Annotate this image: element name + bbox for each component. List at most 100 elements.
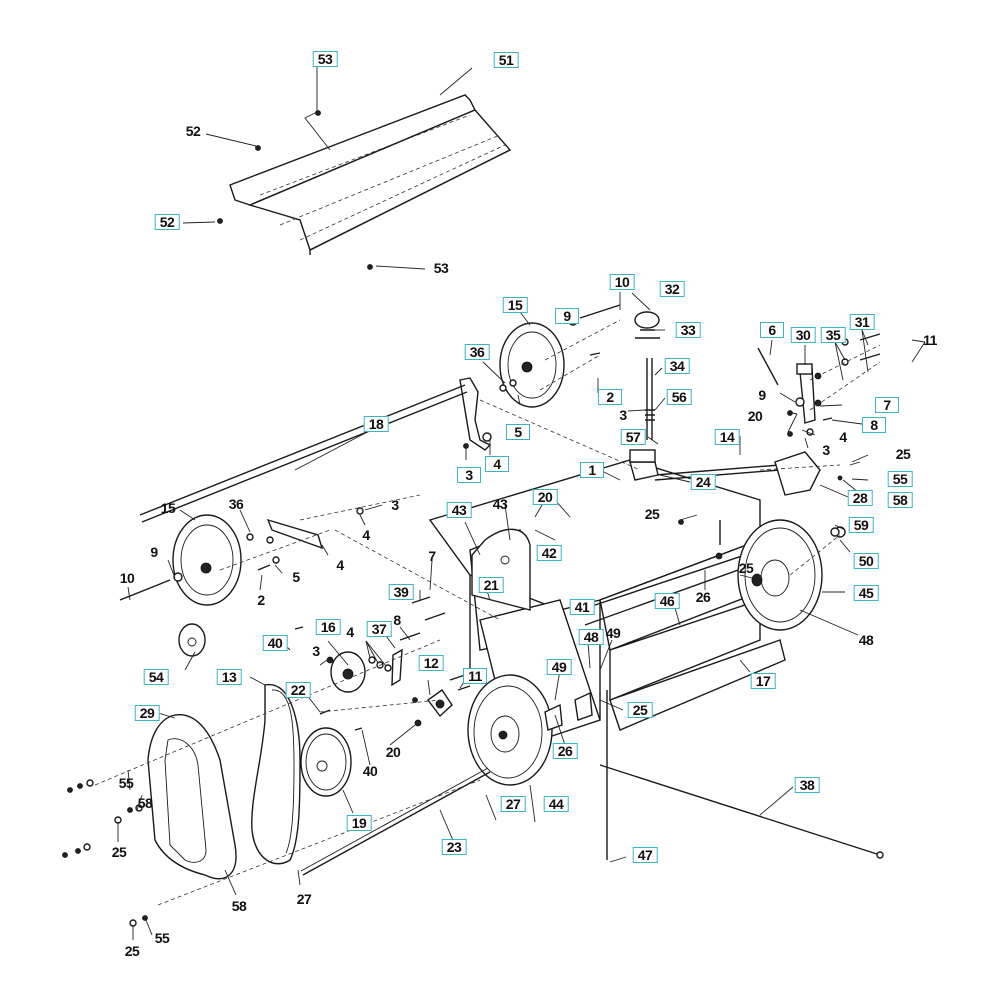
part-callout-20[interactable]: 20 bbox=[532, 489, 558, 505]
part-callout-43[interactable]: 43 bbox=[446, 502, 472, 518]
part-callout-20[interactable]: 20 bbox=[385, 744, 401, 760]
part-callout-35[interactable]: 35 bbox=[820, 327, 846, 343]
part-callout-24[interactable]: 24 bbox=[690, 474, 716, 490]
part-callout-18[interactable]: 18 bbox=[363, 416, 389, 432]
part-callout-16[interactable]: 16 bbox=[315, 619, 341, 635]
part-callout-53[interactable]: 53 bbox=[433, 260, 449, 276]
part-callout-10[interactable]: 10 bbox=[119, 570, 135, 586]
part-callout-9[interactable]: 9 bbox=[555, 308, 579, 324]
part-callout-58[interactable]: 58 bbox=[887, 492, 913, 508]
part-callout-17[interactable]: 17 bbox=[750, 673, 776, 689]
part-callout-3[interactable]: 3 bbox=[822, 442, 830, 458]
part-callout-2[interactable]: 2 bbox=[598, 389, 622, 405]
part-callout-4[interactable]: 4 bbox=[336, 557, 344, 573]
part-callout-1[interactable]: 1 bbox=[580, 462, 604, 478]
part-callout-25[interactable]: 25 bbox=[738, 560, 754, 576]
part-callout-7[interactable]: 7 bbox=[875, 397, 899, 413]
part-callout-21[interactable]: 21 bbox=[478, 577, 504, 593]
part-callout-50[interactable]: 50 bbox=[853, 553, 879, 569]
part-callout-26[interactable]: 26 bbox=[695, 589, 711, 605]
part-callout-58[interactable]: 58 bbox=[137, 795, 153, 811]
part-callout-26[interactable]: 26 bbox=[552, 743, 578, 759]
part-callout-8[interactable]: 8 bbox=[393, 612, 401, 628]
part-callout-40[interactable]: 40 bbox=[362, 763, 378, 779]
part-callout-30[interactable]: 30 bbox=[790, 327, 816, 343]
part-callout-11[interactable]: 11 bbox=[463, 668, 487, 684]
part-callout-45[interactable]: 45 bbox=[853, 585, 879, 601]
part-callout-59[interactable]: 59 bbox=[848, 517, 874, 533]
part-callout-44[interactable]: 44 bbox=[543, 796, 569, 812]
part-callout-8[interactable]: 8 bbox=[862, 417, 886, 433]
part-callout-7[interactable]: 7 bbox=[428, 548, 436, 564]
part-callout-28[interactable]: 28 bbox=[847, 490, 873, 506]
part-callout-3[interactable]: 3 bbox=[391, 497, 399, 513]
part-callout-38[interactable]: 38 bbox=[794, 777, 820, 793]
part-callout-43[interactable]: 43 bbox=[492, 496, 508, 512]
part-callout-5[interactable]: 5 bbox=[292, 569, 300, 585]
part-callout-52[interactable]: 52 bbox=[154, 214, 180, 230]
part-callout-13[interactable]: 13 bbox=[216, 669, 242, 685]
part-callout-4[interactable]: 4 bbox=[485, 456, 509, 472]
part-callout-56[interactable]: 56 bbox=[666, 389, 692, 405]
part-callout-25[interactable]: 25 bbox=[895, 446, 911, 462]
part-callout-55[interactable]: 55 bbox=[118, 775, 134, 791]
part-callout-5[interactable]: 5 bbox=[506, 424, 530, 440]
part-callout-3[interactable]: 3 bbox=[312, 643, 320, 659]
part-callout-3[interactable]: 3 bbox=[457, 467, 481, 483]
part-callout-4[interactable]: 4 bbox=[839, 429, 847, 445]
part-callout-52[interactable]: 52 bbox=[185, 123, 201, 139]
part-callout-25[interactable]: 25 bbox=[111, 844, 127, 860]
assembly-lines bbox=[94, 319, 881, 906]
part-callout-25[interactable]: 25 bbox=[124, 943, 140, 959]
part-callout-22[interactable]: 22 bbox=[285, 682, 311, 698]
part-callout-48[interactable]: 48 bbox=[578, 629, 604, 645]
part-callout-32[interactable]: 32 bbox=[659, 281, 685, 297]
part-callout-15[interactable]: 15 bbox=[502, 297, 528, 313]
part-callout-25[interactable]: 25 bbox=[627, 702, 653, 718]
part-callout-25[interactable]: 25 bbox=[644, 506, 660, 522]
part-callout-9[interactable]: 9 bbox=[758, 387, 766, 403]
part-callout-20[interactable]: 20 bbox=[747, 408, 763, 424]
part-callout-11[interactable]: 11 bbox=[923, 332, 937, 348]
part-callout-47[interactable]: 47 bbox=[632, 847, 658, 863]
part-callout-2[interactable]: 2 bbox=[257, 592, 265, 608]
part-callout-6[interactable]: 6 bbox=[760, 322, 784, 338]
part-callout-14[interactable]: 14 bbox=[714, 429, 740, 445]
part-callout-58[interactable]: 58 bbox=[231, 898, 247, 914]
part-callout-9[interactable]: 9 bbox=[150, 544, 158, 560]
part-callout-36[interactable]: 36 bbox=[464, 344, 490, 360]
part-callout-49[interactable]: 49 bbox=[546, 659, 572, 675]
part-callout-27[interactable]: 27 bbox=[500, 796, 526, 812]
part-callout-3[interactable]: 3 bbox=[619, 407, 627, 423]
part-callout-55[interactable]: 55 bbox=[887, 471, 913, 487]
part-callout-48[interactable]: 48 bbox=[858, 632, 874, 648]
part-callout-36[interactable]: 36 bbox=[228, 496, 244, 512]
part-callout-19[interactable]: 19 bbox=[346, 815, 372, 831]
screw-icon bbox=[217, 218, 223, 224]
part-callout-29[interactable]: 29 bbox=[134, 705, 160, 721]
nut-icon bbox=[315, 110, 321, 116]
part-callout-23[interactable]: 23 bbox=[441, 839, 467, 855]
part-callout-33[interactable]: 33 bbox=[675, 322, 701, 338]
part-callout-41[interactable]: 41 bbox=[569, 599, 595, 615]
part-callout-15[interactable]: 15 bbox=[160, 500, 176, 516]
part-callout-53[interactable]: 53 bbox=[312, 51, 338, 67]
part-callout-34[interactable]: 34 bbox=[664, 358, 690, 374]
part-callout-31[interactable]: 31 bbox=[849, 314, 875, 330]
part-callout-27[interactable]: 27 bbox=[296, 891, 312, 907]
part-callout-10[interactable]: 10 bbox=[609, 274, 635, 290]
part-callout-4[interactable]: 4 bbox=[346, 624, 354, 640]
part-callout-55[interactable]: 55 bbox=[154, 930, 170, 946]
part-callout-42[interactable]: 42 bbox=[536, 545, 562, 561]
part-callout-40[interactable]: 40 bbox=[262, 635, 288, 651]
part-callout-54[interactable]: 54 bbox=[143, 669, 169, 685]
part-callout-39[interactable]: 39 bbox=[388, 584, 414, 600]
small-pulley-part bbox=[178, 623, 206, 657]
part-callout-49[interactable]: 49 bbox=[605, 625, 621, 641]
part-callout-37[interactable]: 37 bbox=[366, 621, 392, 637]
part-callout-4[interactable]: 4 bbox=[362, 527, 370, 543]
part-callout-57[interactable]: 57 bbox=[620, 429, 646, 445]
part-callout-46[interactable]: 46 bbox=[654, 593, 680, 609]
part-callout-12[interactable]: 12 bbox=[418, 655, 444, 671]
part-callout-51[interactable]: 51 bbox=[493, 52, 519, 68]
